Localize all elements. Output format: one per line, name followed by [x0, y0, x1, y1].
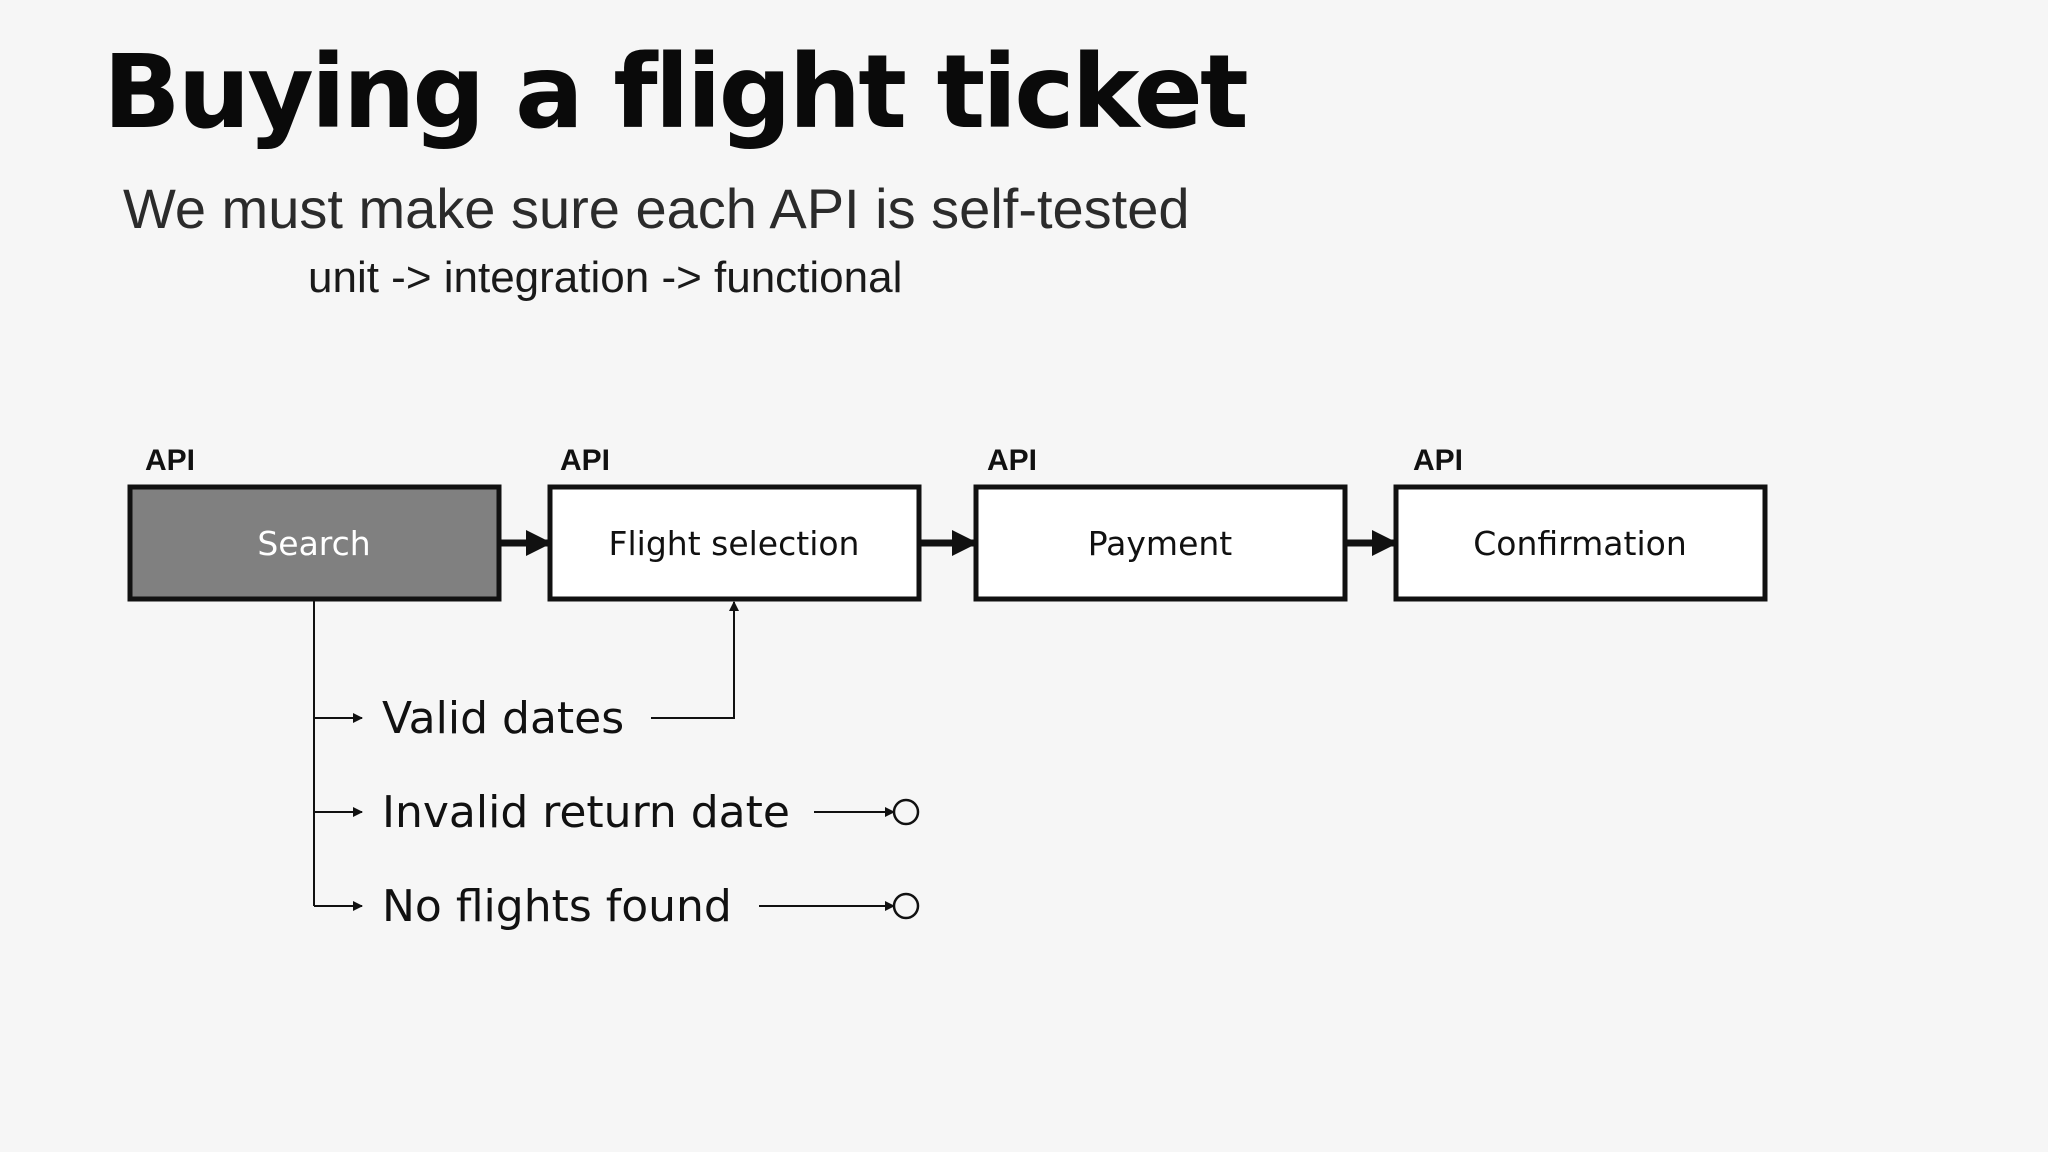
step-label-confirmation: Confirmation — [1473, 524, 1687, 563]
step-flight-selection[interactable]: Flight selection — [547, 484, 922, 602]
connector-valid-dates-to-flight-selection — [651, 601, 739, 719]
branch-label-no-flights-found: No flights found — [382, 881, 732, 932]
step-label-search: Search — [257, 524, 370, 563]
api-label-flight-selection: API — [560, 444, 610, 477]
slide-title: Buying a flight ticket — [103, 33, 1249, 152]
api-label-confirmation: API — [1413, 444, 1463, 477]
slide-subtitle: We must make sure each API is self-teste… — [123, 177, 1190, 240]
step-payment[interactable]: Payment — [973, 484, 1348, 602]
branch-label-valid-dates: Valid dates — [382, 693, 624, 744]
branch-label-invalid-return-date: Invalid return date — [382, 787, 790, 838]
api-label-payment: API — [987, 444, 1037, 477]
step-label-flight-selection: Flight selection — [609, 524, 860, 563]
end-circle-icon — [892, 798, 920, 826]
step-label-payment: Payment — [1088, 524, 1233, 563]
step-confirmation[interactable]: Confirmation — [1393, 484, 1768, 602]
step-search[interactable]: Search — [127, 484, 502, 602]
testing-sequence: unit -> integration -> functional — [308, 253, 903, 302]
end-circle-icon — [892, 892, 920, 920]
api-label-search: API — [145, 444, 195, 477]
